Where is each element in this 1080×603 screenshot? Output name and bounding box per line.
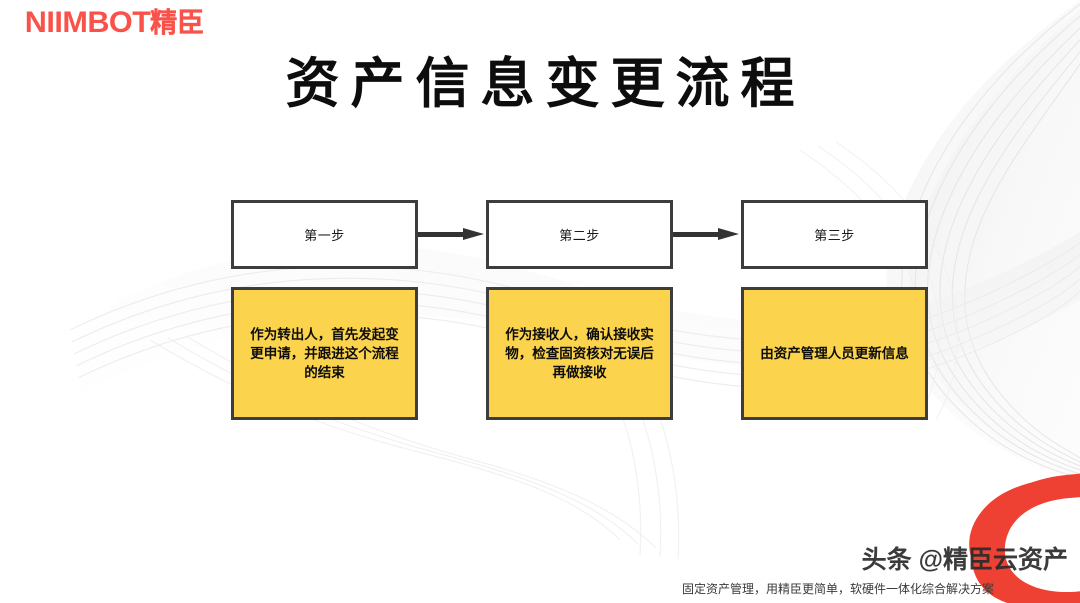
detail-box-1: 作为转出人，首先发起变更申请，并跟进这个流程的结束 [231, 287, 418, 420]
brand-logo-en: NIIMBOT [24, 6, 151, 39]
step-label-2: 第二步 [559, 228, 600, 243]
brand-logo-cn: 精臣 [150, 8, 205, 38]
step-label-3: 第三步 [814, 228, 855, 243]
page-title: 资产信息变更流程 [285, 54, 806, 114]
step-box-1: 第一步 [231, 200, 418, 269]
detail-box-2: 作为接收人，确认接收实物，检查固资核对无误后再做接收 [486, 287, 673, 420]
detail-text-1: 作为转出人，首先发起变更申请，并跟进这个流程的结束 [250, 327, 399, 380]
step-box-2: 第二步 [486, 200, 673, 269]
detail-box-3: 由资产管理人员更新信息 [741, 287, 928, 420]
footer-tagline: 固定资产管理，用精臣更简单，软硬件一体化综合解决方案 [681, 582, 994, 596]
step-box-3: 第三步 [741, 200, 928, 269]
step-label-1: 第一步 [304, 228, 345, 243]
arrow-shaft [418, 231, 465, 237]
arrow-head [463, 228, 484, 240]
brand-logo: NIIMBOT 精臣 [24, 6, 205, 39]
watermark-text: 头条 @精臣云资产 [861, 546, 1068, 574]
detail-text-3: 由资产管理人员更新信息 [760, 346, 909, 361]
arrow-right-icon [418, 228, 486, 240]
arrow-right-icon [673, 228, 741, 240]
arrow-shaft [673, 231, 720, 237]
arrow-head [718, 228, 739, 240]
detail-text-2: 作为接收人，确认接收实物，检查固资核对无误后再做接收 [505, 327, 654, 380]
